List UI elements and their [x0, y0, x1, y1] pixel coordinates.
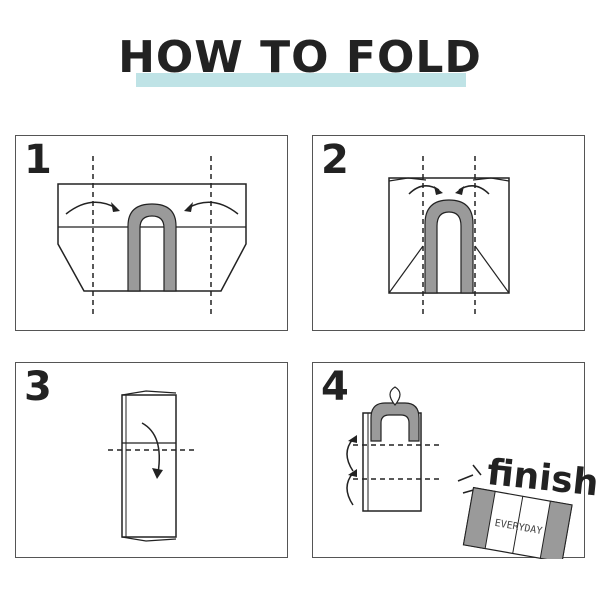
handle-loop — [389, 386, 401, 406]
bag-handle — [127, 203, 177, 292]
step-4-number: 4 — [321, 364, 349, 410]
fold-edge-right — [472, 177, 510, 182]
step-3-panel: 3 — [15, 362, 288, 558]
right-arrow-head — [455, 186, 464, 195]
strip-top-edge — [121, 390, 177, 396]
sparkle-line — [457, 474, 474, 482]
bag-handle — [424, 199, 474, 294]
left-arrow-head — [111, 202, 120, 212]
step-1-illustration — [57, 156, 247, 318]
step-3-number: 3 — [24, 364, 52, 410]
step-3-illustration — [108, 390, 196, 542]
right-arrow-head — [184, 202, 193, 212]
upper-arrow-head — [348, 435, 357, 443]
finished-bag: EVERYDAY — [462, 486, 573, 559]
lower-roll-arrow — [346, 472, 354, 506]
down-fold-arrow — [141, 422, 160, 474]
bag-body — [57, 183, 247, 292]
folded-strip — [121, 394, 177, 538]
step-1-number: 1 — [24, 137, 52, 183]
fold-edge-left — [388, 177, 427, 182]
finished-bag-right-strap — [539, 500, 573, 559]
right-diagonal — [474, 245, 510, 294]
finished-bag-left-strap — [462, 487, 496, 550]
title-highlight — [136, 73, 466, 87]
step-2-panel: 2 — [312, 135, 585, 331]
down-arrow-head — [152, 468, 163, 479]
strip-bottom-edge — [121, 536, 177, 542]
finished-bag-seam — [512, 496, 524, 554]
step-4-illustration: EVERYDAY — [346, 386, 573, 559]
step-4-panel: EVERYDAY 4 finish — [312, 362, 600, 559]
bag-handle — [370, 402, 420, 442]
title-block: HOW TO FOLD — [0, 0, 600, 100]
step-2-illustration — [388, 156, 510, 318]
left-arrow-head — [434, 186, 443, 195]
page-title: HOW TO FOLD — [118, 32, 482, 83]
lower-arrow-head — [348, 469, 357, 477]
step-2-number: 2 — [321, 137, 349, 183]
bag-body — [388, 177, 510, 294]
upper-roll-arrow — [346, 438, 354, 472]
step-1-panel: 1 — [15, 135, 288, 331]
sparkle-line — [472, 464, 482, 476]
left-diagonal — [388, 245, 424, 294]
